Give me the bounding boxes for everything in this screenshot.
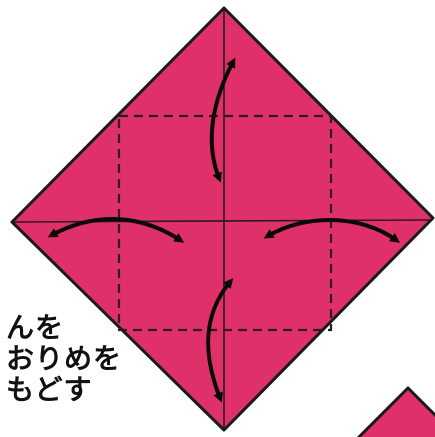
instruction-caption: んを おりめを もどす	[6, 312, 122, 405]
instruction-line: おりめを	[6, 342, 123, 375]
instruction-line: もどす	[6, 373, 93, 406]
instruction-line: んを	[6, 311, 65, 344]
down-arrow	[206, 278, 234, 403]
paper-diamond	[10, 6, 435, 432]
left-arrow	[47, 217, 185, 243]
up-arrow	[209, 57, 236, 183]
right-arrow	[263, 218, 401, 243]
next-paper-corner	[356, 386, 435, 437]
